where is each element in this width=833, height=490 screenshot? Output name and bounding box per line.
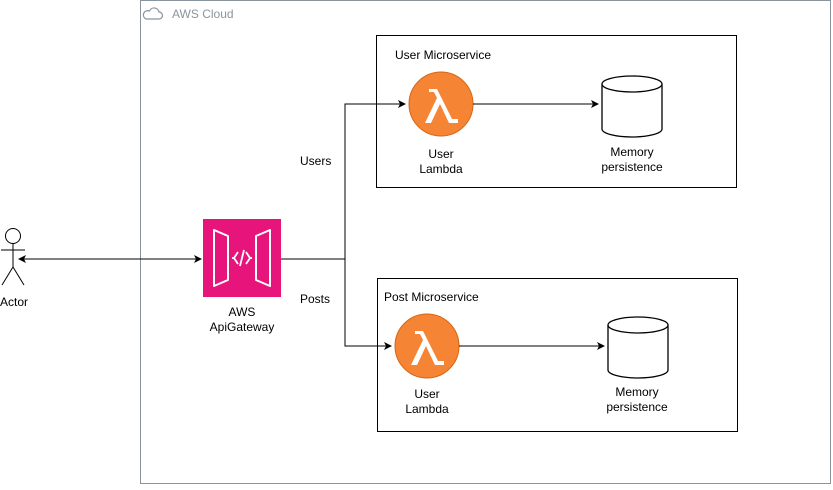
users-route-connector <box>281 100 406 260</box>
post-lambda-label-line1: User <box>414 387 439 401</box>
user-microservice-title: User Microservice <box>395 48 491 62</box>
user-lambda-label-line1: User <box>428 147 453 161</box>
actor-label: Actor <box>0 295 28 309</box>
user-storage-label-line1: Memory <box>610 145 653 159</box>
aws-cloud-group: AWS Cloud <box>140 0 831 484</box>
users-route-label: Users <box>300 154 331 168</box>
post-lambda-label-line2: Lambda <box>405 402 449 416</box>
post-storage-cylinder-icon <box>607 316 669 379</box>
actor-icon <box>1 228 25 286</box>
api-gateway: AWS ApiGateway <box>203 219 281 334</box>
post-storage-label-line1: Memory <box>615 385 658 399</box>
post-microservice-title: Post Microservice <box>384 290 479 304</box>
api-gateway-icon <box>203 219 281 297</box>
posts-route-connector <box>344 259 392 350</box>
post-lambda-icon <box>394 313 460 379</box>
user-lambda-icon <box>408 71 474 137</box>
api-gateway-label-line1: AWS <box>229 305 256 319</box>
actor: Actor <box>0 228 28 309</box>
user-storage-cylinder-icon <box>601 75 663 138</box>
user-microservice-group: User Microservice User Lambda Memory per… <box>376 35 737 188</box>
posts-route-label: Posts <box>300 292 330 306</box>
aws-cloud-label: AWS Cloud <box>172 7 234 21</box>
post-storage-label-line2: persistence <box>606 400 668 414</box>
api-gateway-label-line2: ApiGateway <box>210 320 275 334</box>
post-microservice-group: Post Microservice User Lambda Memory per… <box>377 278 738 432</box>
cloud-icon <box>142 7 164 20</box>
user-lambda-label-line2: Lambda <box>419 162 463 176</box>
user-storage-label-line2: persistence <box>601 160 663 174</box>
